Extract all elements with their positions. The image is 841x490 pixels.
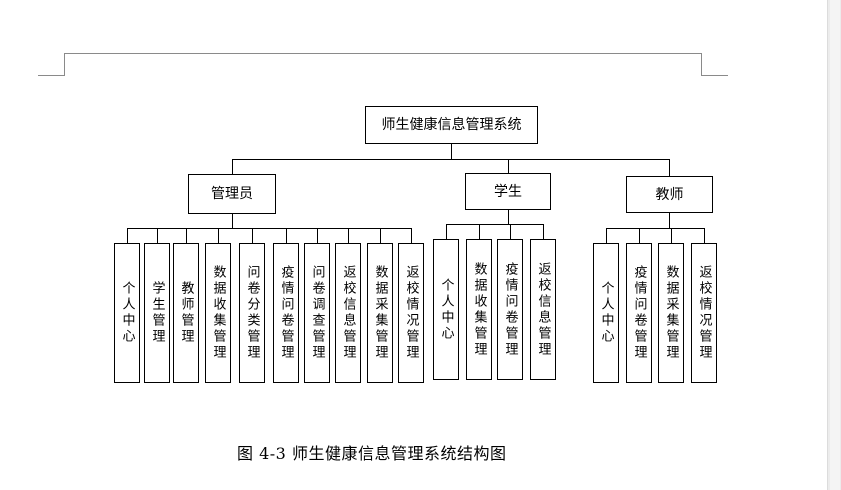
leaf-connector-0-9	[411, 228, 412, 243]
leaf-node-0-0: 个人中心	[114, 243, 140, 383]
group-stem-0	[232, 214, 233, 228]
leaf-node-0-1: 学生管理	[144, 243, 170, 383]
leaf-connector-1-1	[479, 224, 480, 239]
group-connector-2	[669, 159, 670, 176]
leaf-node-0-2: 教师管理	[173, 243, 199, 383]
leaf-node-2-0: 个人中心	[593, 243, 619, 383]
leaf-node-2-2: 数据采集管理	[658, 243, 684, 383]
leaf-connector-0-3	[218, 228, 219, 243]
leaf-node-0-5: 疫情问卷管理	[273, 243, 299, 383]
group-connector-1	[508, 159, 509, 173]
leaf-connector-0-6	[317, 228, 318, 243]
group-stem-2	[669, 213, 670, 228]
margin-mark-top-right-h	[701, 75, 728, 76]
leaf-connector-1-2	[510, 224, 511, 239]
leaf-connector-0-4	[252, 228, 253, 243]
leaf-node-1-2: 疫情问卷管理	[497, 239, 523, 380]
scrollbar-thumb[interactable]	[830, 0, 840, 490]
group-bus-0	[127, 228, 412, 229]
root-node: 师生健康信息管理系统	[365, 106, 538, 144]
leaf-node-0-3: 数据收集管理	[205, 243, 231, 383]
root-bus	[232, 159, 670, 160]
figure-caption: 图 4-3 师生健康信息管理系统结构图	[237, 444, 507, 463]
leaf-node-1-1: 数据收集管理	[466, 239, 492, 380]
leaf-node-0-7: 返校信息管理	[335, 243, 361, 383]
leaf-connector-2-3	[704, 228, 705, 243]
header-rule	[64, 53, 702, 54]
leaf-connector-0-1	[157, 228, 158, 243]
leaf-node-2-1: 疫情问卷管理	[626, 243, 652, 383]
next-text-line	[120, 484, 125, 490]
leaf-node-0-6: 问卷调查管理	[304, 243, 330, 383]
group-node-1: 学生	[465, 173, 551, 210]
root-connector	[451, 144, 452, 159]
margin-mark-top-left-v	[64, 53, 65, 76]
leaf-node-1-0: 个人中心	[433, 239, 459, 380]
leaf-connector-0-0	[127, 228, 128, 243]
leaf-connector-2-2	[671, 228, 672, 243]
margin-mark-top-left-h	[38, 75, 65, 76]
group-node-0: 管理员	[188, 174, 276, 214]
leaf-node-2-3: 返校情况管理	[691, 243, 717, 383]
group-bus-2	[606, 228, 705, 229]
leaf-connector-1-3	[543, 224, 544, 239]
leaf-connector-2-0	[606, 228, 607, 243]
leaf-connector-0-5	[286, 228, 287, 243]
margin-mark-top-right-v	[701, 53, 702, 76]
group-connector-0	[232, 159, 233, 174]
leaf-node-0-9: 返校情况管理	[398, 243, 424, 383]
leaf-node-0-4: 问卷分类管理	[239, 243, 265, 383]
vertical-scrollbar[interactable]	[827, 0, 841, 490]
leaf-connector-0-7	[348, 228, 349, 243]
leaf-connector-1-0	[446, 224, 447, 239]
group-stem-1	[508, 210, 509, 224]
leaf-node-1-3: 返校信息管理	[530, 239, 556, 380]
leaf-connector-0-2	[186, 228, 187, 243]
leaf-connector-2-1	[639, 228, 640, 243]
group-node-2: 教师	[626, 176, 713, 213]
leaf-connector-0-8	[380, 228, 381, 243]
group-bus-1	[446, 224, 544, 225]
leaf-node-0-8: 数据采集管理	[367, 243, 393, 383]
